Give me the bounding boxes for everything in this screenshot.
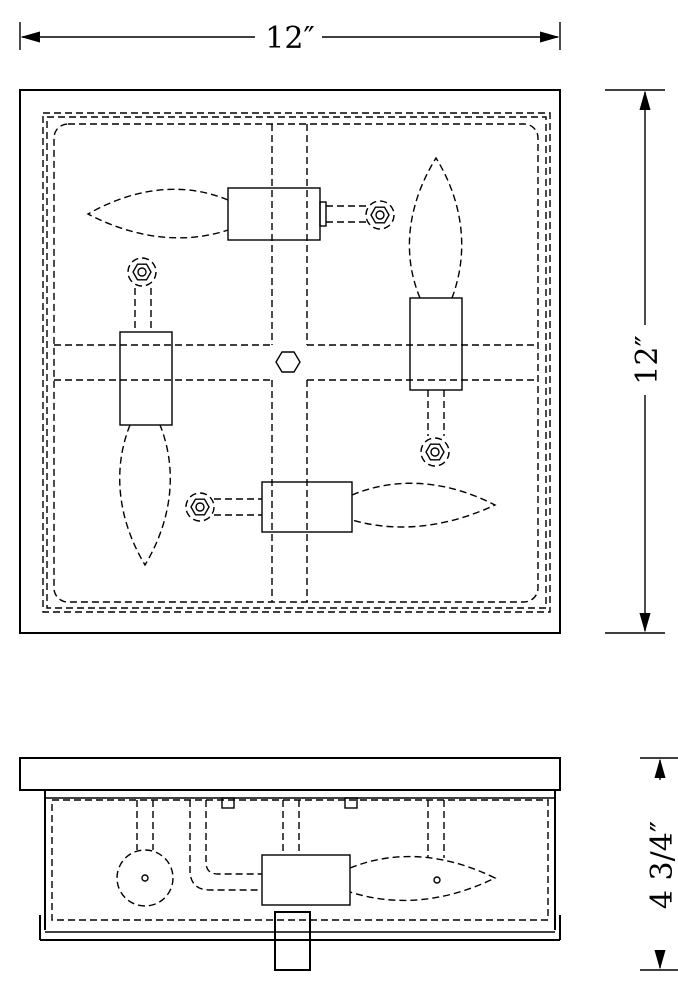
width-dimension: 12″ [19,21,561,56]
width-label: 12″ [265,21,314,56]
candle-bulb-4 [185,481,497,533]
candle-bulb-3 [119,257,173,567]
candle-bulb-2 [408,156,463,467]
center-hex-nut [275,351,301,373]
depth-label: 12″ [630,335,665,384]
candle-bulb-1 [86,187,395,241]
height-label: 4 3/4″ [645,821,678,909]
side-view [19,757,561,971]
depth-dimension: 12″ [605,89,665,634]
top-view [19,89,561,634]
center-post [274,911,311,971]
height-dimension: 4 3/4″ [640,757,678,971]
side-socket [261,854,351,906]
